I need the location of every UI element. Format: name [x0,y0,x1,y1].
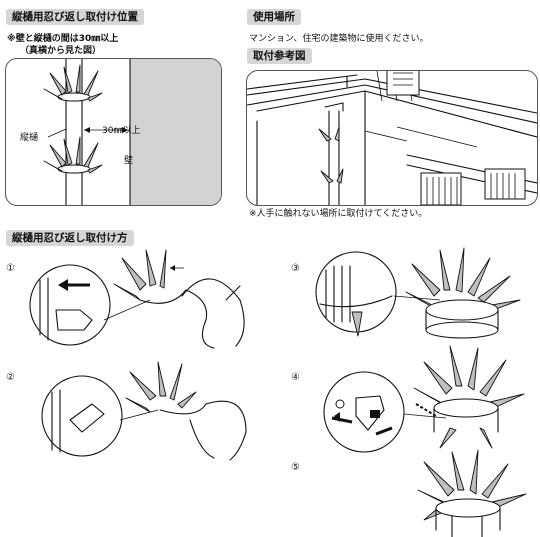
position-diagram-drawing [43,59,221,205]
step-2-drawing [41,361,247,461]
method-title: 縦樋用忍び返し取付け方 [6,230,134,246]
step-1-drawing [29,249,245,349]
step-3-drawing [315,247,521,339]
reference-diagram [246,70,538,206]
position-note-line2: （真横から見た図） [20,46,102,56]
reference-title: 取付参考図 [247,48,312,64]
position-note-line1: ※壁と縦樋の間は30㎜以上 [7,34,119,44]
reference-drawing [247,71,537,205]
wall-label: 壁 [124,156,134,166]
step-2-number: ② [6,372,15,383]
step-5-drawing [417,449,527,537]
position-title: 縦樋用忍び返し取付け位置 [6,9,144,25]
position-diagram: 縦樋 30㎜以上 壁 [5,58,222,206]
pipe-label: 縦樋 [20,133,39,143]
step-4-drawing [323,345,525,453]
step-1-number: ① [6,263,15,274]
step-4-number: ④ [291,372,300,383]
gap-label: 30㎜以上 [102,126,141,136]
usage-title: 使用場所 [247,9,301,25]
usage-text: マンション、住宅の建築物に使用ください。 [249,34,429,44]
step-5-number: ⑤ [291,462,300,473]
reference-note: ※人手に触れない場所に取付けてください。 [249,209,428,219]
step-3-number: ③ [291,263,300,274]
